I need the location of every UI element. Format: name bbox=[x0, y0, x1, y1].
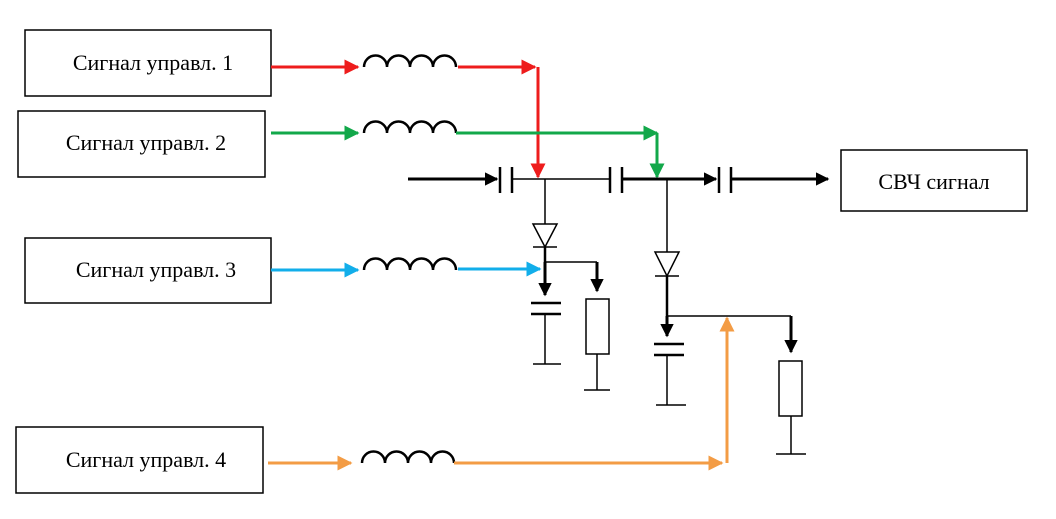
diode-2 bbox=[653, 251, 681, 278]
rf-main-line bbox=[408, 167, 830, 193]
series-capacitor-1 bbox=[498, 167, 514, 193]
control-signal-4-label: Сигнал управл. 4 bbox=[66, 447, 226, 472]
inductor-1 bbox=[362, 54, 458, 68]
inductor-4 bbox=[360, 450, 456, 464]
resistor-2 bbox=[778, 360, 803, 417]
control-signal-2-box: Сигнал управл. 2 bbox=[17, 110, 266, 178]
output-box: СВЧ сигнал bbox=[840, 149, 1028, 212]
diode-1 bbox=[531, 223, 559, 249]
shunt-capacitor-1 bbox=[531, 301, 561, 316]
series-capacitor-2 bbox=[608, 167, 624, 193]
control-signal-3-path bbox=[271, 257, 542, 278]
control-signal-4-box: Сигнал управл. 4 bbox=[15, 426, 264, 494]
shunt-capacitor-2 bbox=[654, 342, 684, 357]
resistor-1 bbox=[585, 298, 610, 355]
control-signal-1-path bbox=[271, 54, 546, 179]
control-signal-1-label: Сигнал управл. 1 bbox=[73, 50, 233, 75]
series-capacitor-3 bbox=[717, 167, 733, 193]
output-label: СВЧ сигнал bbox=[878, 169, 989, 194]
control-signal-2-path bbox=[271, 120, 665, 179]
control-signal-1-box: Сигнал управл. 1 bbox=[24, 29, 272, 97]
inductor-3 bbox=[362, 257, 458, 271]
inductor-2 bbox=[362, 120, 458, 134]
switch-branch-2 bbox=[653, 179, 806, 455]
control-signal-2-label: Сигнал управл. 2 bbox=[66, 130, 226, 155]
control-signal-3-label: Сигнал управл. 3 bbox=[76, 257, 236, 282]
control-signal-4-path bbox=[268, 316, 735, 471]
control-signal-3-box: Сигнал управл. 3 bbox=[24, 237, 272, 304]
switch-branch-1 bbox=[531, 179, 610, 391]
